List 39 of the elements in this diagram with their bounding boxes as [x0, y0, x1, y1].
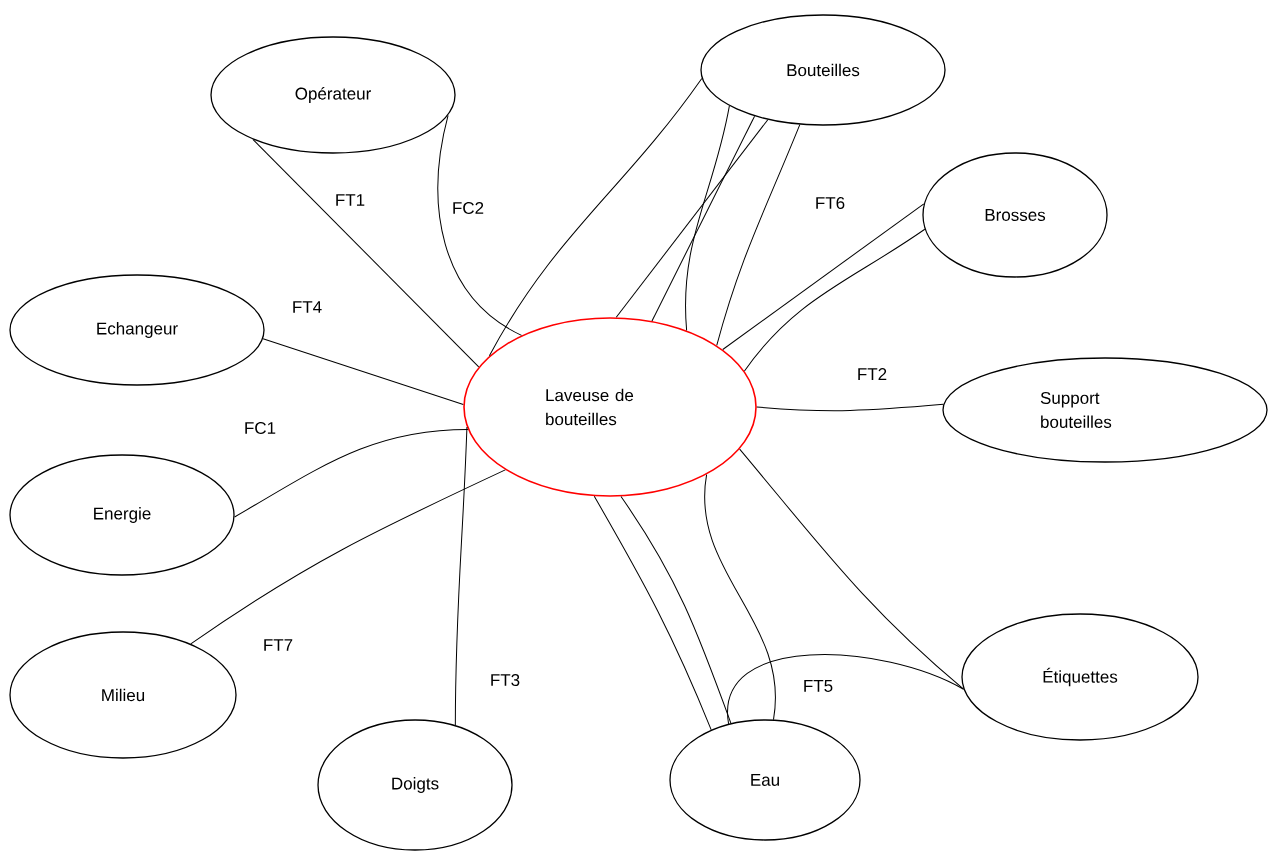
- ellipse-node: Étiquettes: [961, 613, 1199, 741]
- connector-line: [651, 115, 756, 322]
- ellipse-node: Opérateur: [210, 36, 456, 154]
- ellipse-node: Eau: [669, 719, 861, 841]
- ellipse-node: Bouteilles: [700, 14, 946, 126]
- ellipse-node: Energie: [9, 454, 235, 576]
- connector-line: [615, 119, 769, 318]
- ellipse-node: Milieu: [9, 631, 237, 759]
- connector-line: [190, 469, 506, 645]
- connector-line: [262, 338, 464, 405]
- ellipse-node: Echangeur: [9, 274, 265, 386]
- connector-line: [685, 105, 730, 331]
- connector-line: [620, 496, 732, 724]
- connector-line: [488, 77, 703, 357]
- function-label: FC2: [453, 202, 484, 214]
- function-label: FT4: [293, 301, 322, 313]
- connector-line: [234, 429, 469, 518]
- connector-line: [739, 448, 965, 690]
- function-label: FT2: [858, 368, 887, 380]
- connector-line: [704, 474, 776, 721]
- ellipse-node: Laveuse de bouteilles: [463, 317, 757, 497]
- function-label: FC1: [245, 422, 276, 434]
- ellipse-node: Support bouteilles: [942, 357, 1268, 463]
- ellipse-node: Brosses: [922, 152, 1108, 278]
- connector-line: [743, 228, 926, 372]
- connector-line: [593, 495, 712, 731]
- connector-line: [756, 403, 944, 412]
- ellipse-node: Doigts: [317, 719, 513, 851]
- function-label: FT1: [336, 194, 365, 206]
- connector-line: [727, 654, 965, 725]
- connector-line: [722, 203, 925, 350]
- connector-line: [437, 114, 522, 336]
- function-label: FT3: [491, 674, 520, 686]
- function-label: FT6: [816, 197, 845, 209]
- connector-line: [454, 426, 468, 726]
- connector-line: [716, 124, 801, 346]
- connector-line: [252, 138, 480, 368]
- function-label: FT5: [804, 680, 833, 692]
- function-label: FT7: [264, 639, 293, 651]
